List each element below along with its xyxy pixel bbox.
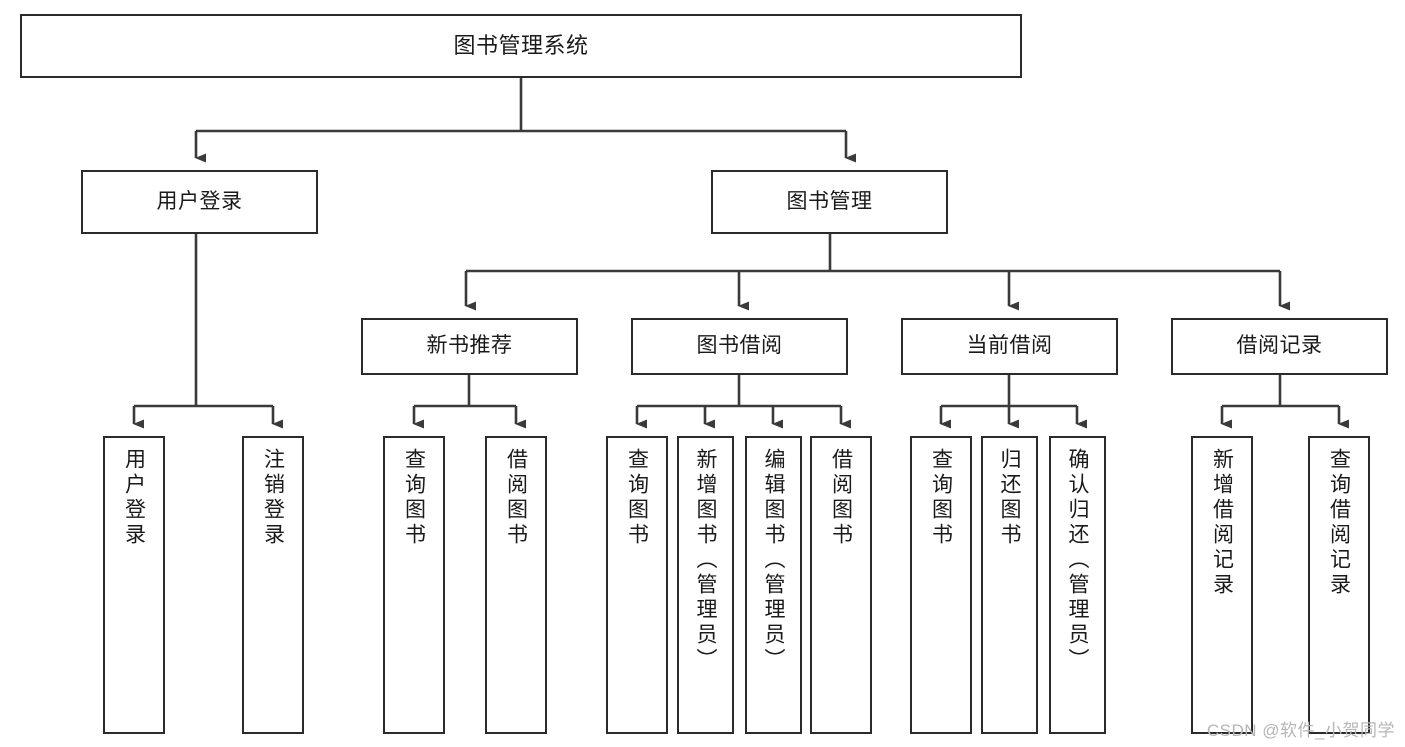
leaf-current-query-book[interactable]: 查询图书 [910,436,972,734]
node-label: 新增图书（管理员） [694,448,717,673]
node-label: 新书推荐 [426,334,513,358]
leaf-borrow-lend-book[interactable]: 借阅图书 [810,436,872,734]
node-current-borrow[interactable]: 当前借阅 [901,318,1118,375]
node-label: 查询图书 [402,448,426,548]
node-label: 注销登录 [261,448,285,548]
node-label: 借阅图书 [829,448,853,548]
leaf-user-logout[interactable]: 注销登录 [242,436,304,734]
node-label: 查询图书 [625,448,649,548]
leaf-borrow-add-book-admin[interactable]: 新增图书（管理员） [677,436,734,734]
leaf-user-login[interactable]: 用户登录 [103,436,165,734]
leaf-current-confirm-return-admin[interactable]: 确认归还（管理员） [1049,436,1106,734]
node-root-system[interactable]: 图书管理系统 [20,14,1022,78]
node-label: 用户登录 [122,448,146,548]
node-user-login[interactable]: 用户登录 [81,170,318,234]
leaf-borrow-edit-book-admin[interactable]: 编辑图书（管理员） [745,436,802,734]
node-label: 用户登录 [156,189,243,213]
node-book-borrow[interactable]: 图书借阅 [631,318,848,375]
node-label: 确认归还（管理员） [1066,448,1089,673]
node-label: 图书管理 [786,189,873,213]
node-label: 图书管理系统 [453,33,589,59]
node-label: 图书借阅 [696,334,783,358]
leaf-record-add[interactable]: 新增借阅记录 [1191,436,1253,734]
node-label: 查询借阅记录 [1327,448,1351,598]
csdn-watermark: CSDN @软件_小贺同学 [1206,721,1395,740]
node-label: 归还图书 [998,448,1021,548]
node-book-manage[interactable]: 图书管理 [711,170,948,234]
node-borrow-record[interactable]: 借阅记录 [1171,318,1388,375]
node-label: 编辑图书（管理员） [762,448,785,673]
node-label: 新增借阅记录 [1210,448,1234,598]
leaf-record-query[interactable]: 查询借阅记录 [1308,436,1370,734]
leaf-recommend-query-book[interactable]: 查询图书 [383,436,445,734]
leaf-borrow-query-book[interactable]: 查询图书 [606,436,668,734]
leaf-current-return-book[interactable]: 归还图书 [981,436,1038,734]
leaf-recommend-borrow-book[interactable]: 借阅图书 [485,436,547,734]
node-new-book-recommend[interactable]: 新书推荐 [361,318,578,375]
node-label: 借阅图书 [504,448,528,548]
node-label: 当前借阅 [966,334,1053,358]
node-label: 借阅记录 [1236,334,1323,358]
node-label: 查询图书 [929,448,953,548]
